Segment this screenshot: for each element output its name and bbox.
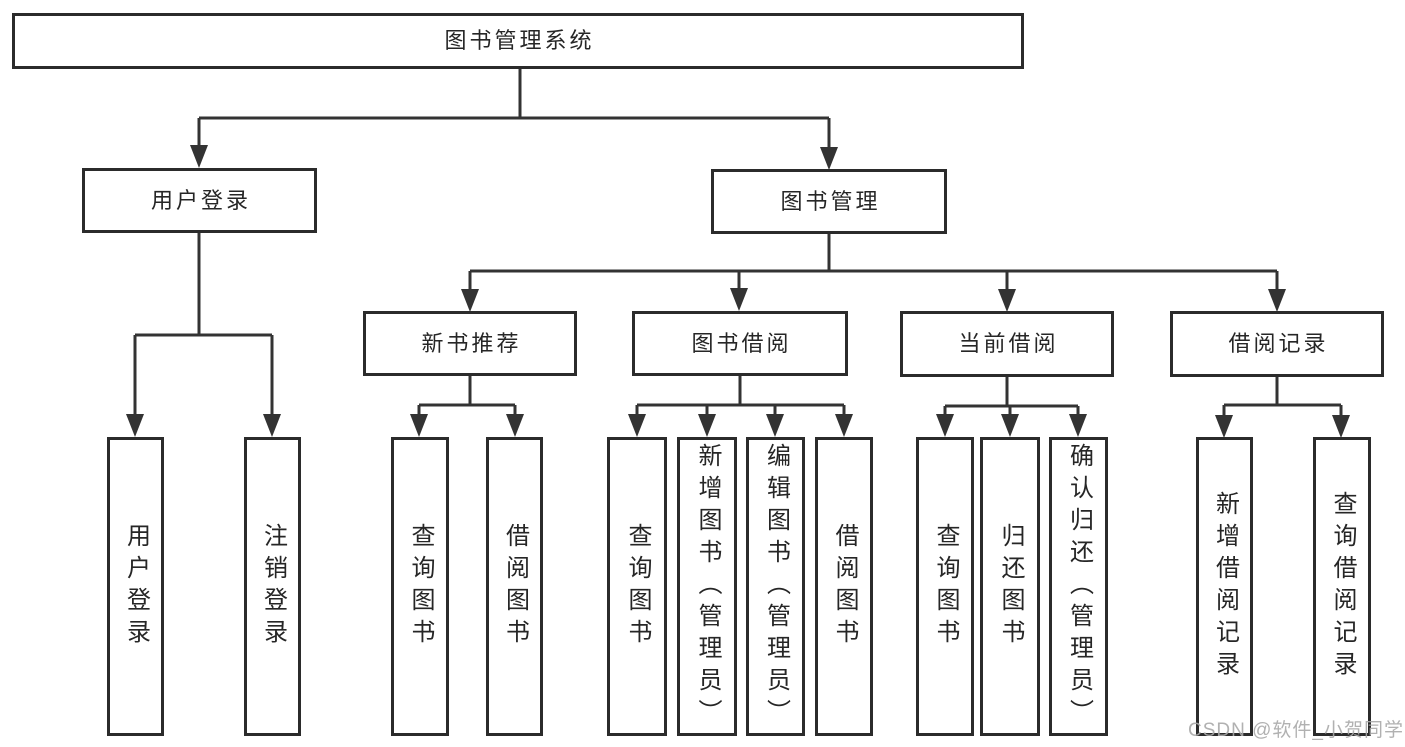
leaf-nb-query-books-label: 查询图书 (407, 522, 434, 651)
node-borrowing-records-label: 借阅记录 (1228, 331, 1329, 356)
node-library-management-system: 图书管理系统 (12, 13, 1024, 69)
leaf-bb-query-books-label: 查询图书 (624, 522, 651, 651)
node-new-book-recommend: 新书推荐 (363, 311, 577, 376)
leaf-nb-query-books: 查询图书 (391, 437, 449, 736)
node-library-management-system-label: 图书管理系统 (444, 28, 595, 53)
leaf-cb-return-books: 归还图书 (980, 437, 1040, 736)
leaf-logout-label: 注销登录 (259, 522, 287, 651)
leaf-bb-add-books-admin: 新增图书（管理员） (677, 437, 737, 736)
leaf-bb-edit-books-admin-label: 编辑图书（管理员） (762, 442, 790, 731)
leaf-logout: 注销登录 (244, 437, 301, 736)
node-book-management: 图书管理 (711, 169, 947, 234)
leaf-user-login: 用户登录 (107, 437, 164, 736)
node-borrowing-records: 借阅记录 (1170, 311, 1384, 377)
leaf-cb-confirm-return-admin: 确认归还（管理员） (1049, 437, 1108, 736)
leaf-br-query-record: 查询借阅记录 (1313, 437, 1371, 736)
leaf-bb-query-books: 查询图书 (607, 437, 667, 736)
leaf-br-add-record-label: 新增借阅记录 (1211, 490, 1239, 683)
node-book-management-label: 图书管理 (780, 188, 881, 214)
leaf-br-query-record-label: 查询借阅记录 (1329, 490, 1356, 683)
leaf-bb-borrow-books-label: 借阅图书 (831, 522, 858, 651)
leaf-bb-borrow-books: 借阅图书 (815, 437, 873, 736)
leaf-cb-query-books: 查询图书 (916, 437, 974, 736)
node-new-book-recommend-label: 新书推荐 (421, 330, 522, 356)
leaf-cb-confirm-return-admin-label: 确认归还（管理员） (1065, 442, 1093, 731)
leaf-bb-add-books-admin-label: 新增图书（管理员） (694, 442, 721, 731)
node-book-borrowing: 图书借阅 (632, 311, 848, 376)
node-user-login: 用户登录 (82, 168, 317, 233)
csdn-watermark: CSDN @软件_小贺同学 (1188, 720, 1404, 741)
leaf-br-add-record: 新增借阅记录 (1196, 437, 1253, 736)
leaf-nb-borrow-books: 借阅图书 (486, 437, 543, 736)
node-current-borrowing: 当前借阅 (900, 311, 1114, 377)
leaf-bb-edit-books-admin: 编辑图书（管理员） (746, 437, 805, 736)
leaf-cb-return-books-label: 归还图书 (997, 522, 1024, 651)
leaf-user-login-label: 用户登录 (122, 522, 150, 651)
node-user-login-label: 用户登录 (150, 187, 251, 213)
leaf-cb-query-books-label: 查询图书 (932, 522, 959, 651)
leaf-nb-borrow-books-label: 借阅图书 (501, 522, 529, 651)
node-book-borrowing-label: 图书借阅 (691, 330, 792, 356)
node-current-borrowing-label: 当前借阅 (958, 331, 1059, 356)
